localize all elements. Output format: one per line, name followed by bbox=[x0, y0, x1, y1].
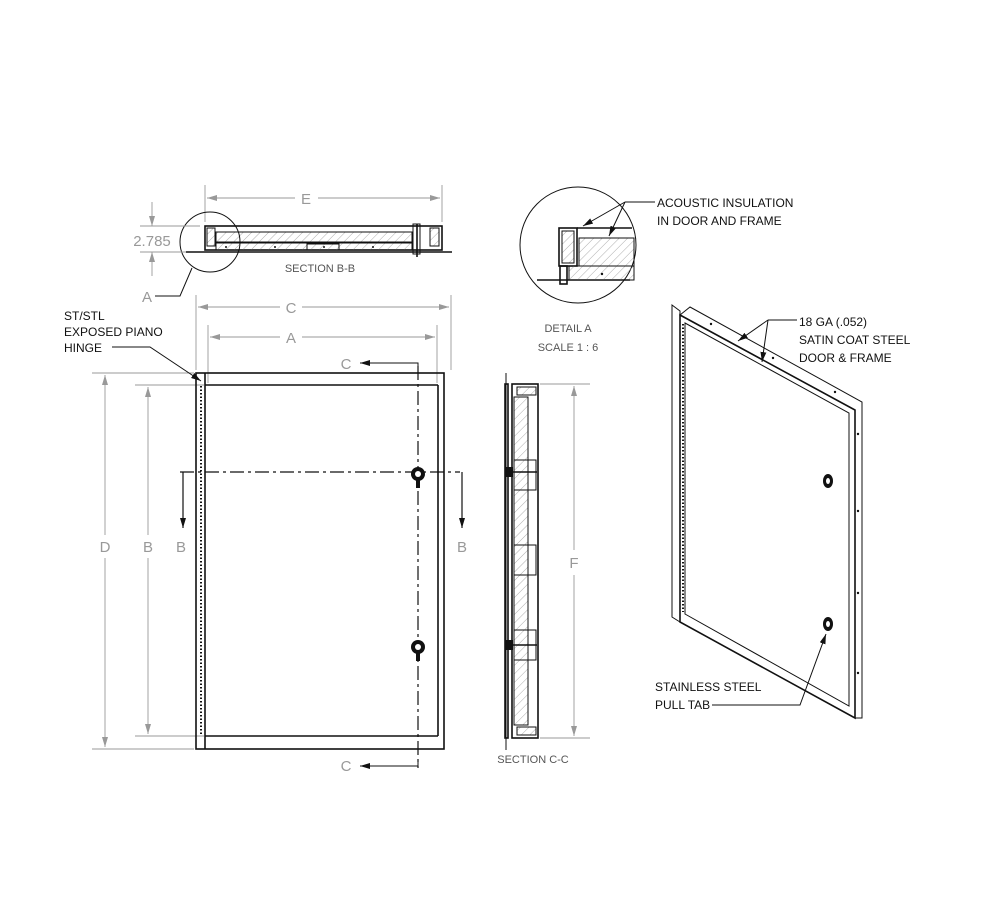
dim-depth-label: 2.785 bbox=[133, 233, 171, 250]
insulation-callout-line2: IN DOOR AND FRAME bbox=[657, 214, 782, 228]
pull-tab-icon bbox=[823, 617, 833, 631]
hinge-callout-line1: ST/STL bbox=[64, 309, 105, 323]
section-cc-title: SECTION C-C bbox=[497, 754, 569, 766]
section-cc-view: F SECTION C-C bbox=[497, 373, 590, 766]
hinge-callout-line3: HINGE bbox=[64, 341, 102, 355]
dim-b-label: B bbox=[143, 539, 153, 556]
isometric-view: 18 GA (.052) SATIN COAT STEEL DOOR & FRA… bbox=[655, 304, 911, 720]
cut-b-left: B bbox=[176, 539, 186, 556]
pull-tab-icon bbox=[411, 467, 425, 488]
pull-tab-callout-line2: PULL TAB bbox=[655, 698, 710, 712]
steel-callout-line2: SATIN COAT STEEL bbox=[799, 333, 911, 347]
section-bb-view: E A 2.785 SECTION B-B bbox=[133, 185, 452, 306]
detail-a-title: DETAIL A bbox=[544, 323, 592, 335]
section-bb-title: SECTION B-B bbox=[285, 263, 355, 275]
detail-a-view: ACOUSTIC INSULATION IN DOOR AND FRAME DE… bbox=[519, 186, 793, 354]
dim-d-label: D bbox=[100, 539, 111, 556]
cut-c-top: C bbox=[341, 356, 352, 373]
dim-e-label: E bbox=[301, 191, 311, 208]
cut-b-right: B bbox=[457, 539, 467, 556]
dim-f-label: F bbox=[569, 555, 578, 572]
detail-a-circle bbox=[179, 211, 241, 273]
detail-a-scale: SCALE 1 : 6 bbox=[538, 342, 599, 354]
cut-c-bottom: C bbox=[341, 758, 352, 775]
pull-tab-icon bbox=[411, 640, 425, 661]
detail-a-callout: A bbox=[142, 289, 152, 306]
insulation-callout-line1: ACOUSTIC INSULATION bbox=[657, 196, 793, 210]
steel-callout-line3: DOOR & FRAME bbox=[799, 351, 892, 365]
front-view: C A D B B B C C ST/STL EXPOSED PIANO HIN… bbox=[64, 295, 467, 775]
pull-tab-callout-line1: STAINLESS STEEL bbox=[655, 680, 762, 694]
dim-a-label: A bbox=[286, 330, 296, 347]
dim-c-label: C bbox=[286, 300, 297, 317]
pull-tab-icon bbox=[823, 474, 833, 488]
steel-callout-line1: 18 GA (.052) bbox=[799, 315, 867, 329]
hinge-callout-line2: EXPOSED PIANO bbox=[64, 325, 163, 339]
